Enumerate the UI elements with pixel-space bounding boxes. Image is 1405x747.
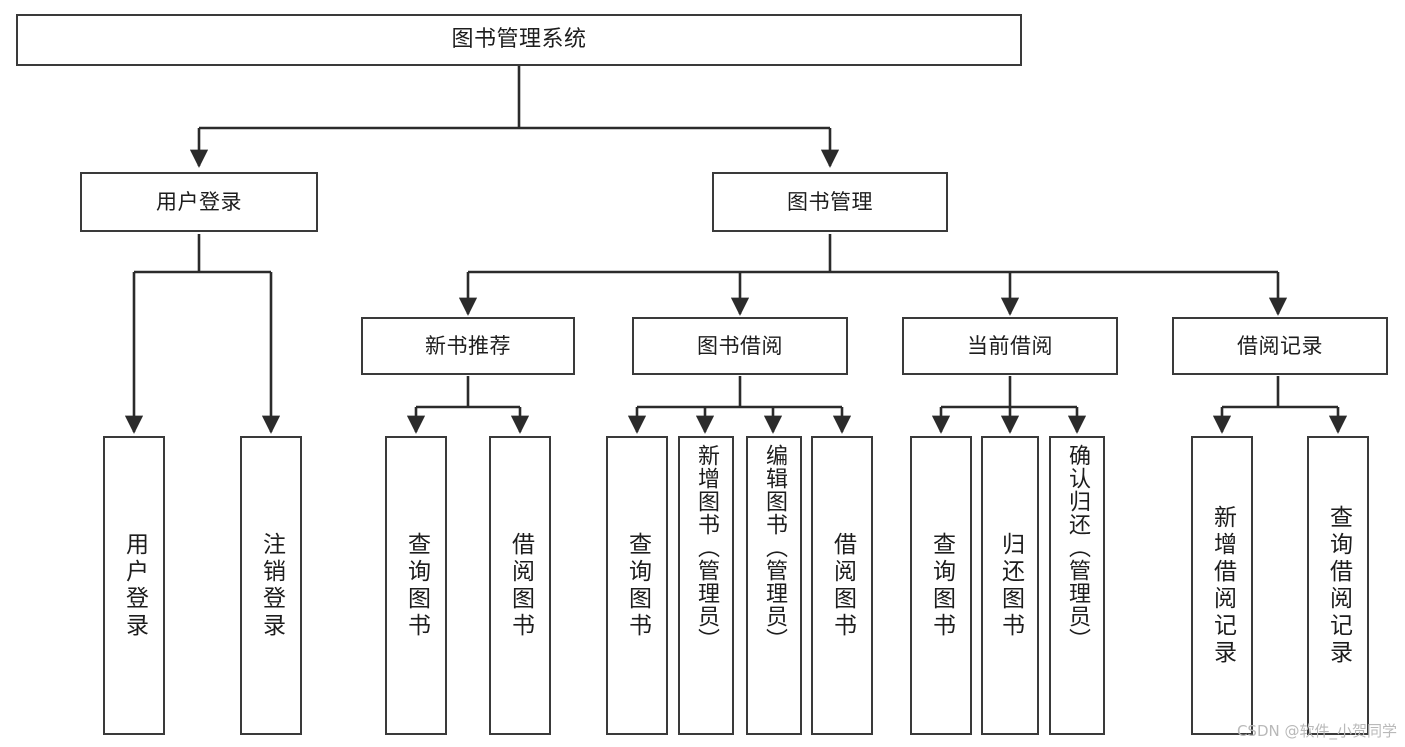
leaf-book-borrow-borrow-label: 借阅图书 — [829, 531, 856, 640]
leaf-current-borrow-confirm-return[interactable]: 确认归还（管理员） — [1049, 436, 1105, 735]
node-current-borrow[interactable]: 当前借阅 — [902, 317, 1118, 375]
node-root-label: 图书管理系统 — [451, 27, 587, 53]
leaf-current-borrow-return-label: 归还图书 — [997, 531, 1024, 640]
node-new-book-recommend-label: 新书推荐 — [425, 333, 511, 358]
leaf-book-borrow-borrow[interactable]: 借阅图书 — [811, 436, 873, 735]
node-book-manage-label: 图书管理 — [787, 189, 873, 214]
leaf-borrow-record-query-label: 查询借阅记录 — [1325, 504, 1352, 667]
node-root-system[interactable]: 图书管理系统 — [16, 14, 1022, 66]
leaf-user-login-login-label: 用户登录 — [121, 531, 148, 640]
leaf-borrow-record-add-label: 新增借阅记录 — [1209, 504, 1236, 667]
node-book-manage[interactable]: 图书管理 — [712, 172, 948, 232]
node-book-borrow[interactable]: 图书借阅 — [632, 317, 848, 375]
leaf-book-borrow-query-label: 查询图书 — [624, 531, 651, 640]
leaf-new-book-query[interactable]: 查询图书 — [385, 436, 447, 735]
leaf-book-borrow-add-label: 新增图书（管理员） — [694, 444, 719, 651]
leaf-user-login-login[interactable]: 用户登录 — [103, 436, 165, 735]
leaf-book-borrow-query[interactable]: 查询图书 — [606, 436, 668, 735]
node-borrow-record[interactable]: 借阅记录 — [1172, 317, 1388, 375]
node-new-book-recommend[interactable]: 新书推荐 — [361, 317, 575, 375]
leaf-current-borrow-confirm-return-label: 确认归还（管理员） — [1065, 444, 1090, 651]
leaf-borrow-record-query[interactable]: 查询借阅记录 — [1307, 436, 1369, 735]
leaf-borrow-record-add[interactable]: 新增借阅记录 — [1191, 436, 1253, 735]
leaf-new-book-borrow[interactable]: 借阅图书 — [489, 436, 551, 735]
leaf-current-borrow-query[interactable]: 查询图书 — [910, 436, 972, 735]
leaf-book-borrow-edit[interactable]: 编辑图书（管理员） — [746, 436, 802, 735]
node-user-login[interactable]: 用户登录 — [80, 172, 318, 232]
leaf-new-book-query-label: 查询图书 — [403, 531, 430, 640]
leaf-current-borrow-query-label: 查询图书 — [928, 531, 955, 640]
leaf-new-book-borrow-label: 借阅图书 — [507, 531, 534, 640]
leaf-book-borrow-add[interactable]: 新增图书（管理员） — [678, 436, 734, 735]
node-current-borrow-label: 当前借阅 — [967, 333, 1053, 358]
leaf-current-borrow-return[interactable]: 归还图书 — [981, 436, 1039, 735]
node-book-borrow-label: 图书借阅 — [697, 333, 783, 358]
leaf-user-login-logout-label: 注销登录 — [258, 531, 285, 640]
node-user-login-label: 用户登录 — [156, 189, 242, 214]
leaf-book-borrow-edit-label: 编辑图书（管理员） — [762, 444, 787, 651]
leaf-user-login-logout[interactable]: 注销登录 — [240, 436, 302, 735]
node-borrow-record-label: 借阅记录 — [1237, 333, 1323, 358]
